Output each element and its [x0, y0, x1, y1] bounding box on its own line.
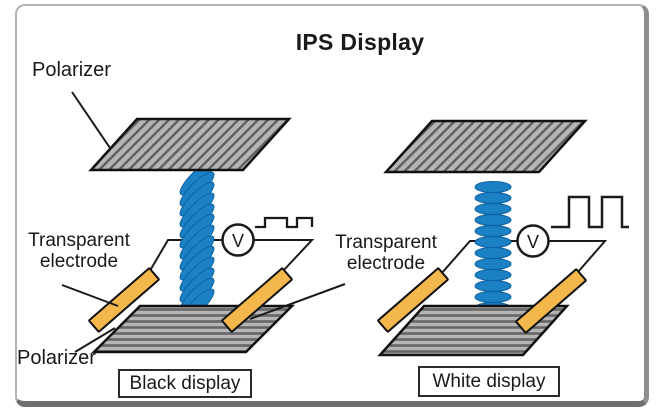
- electrode-right-2: [515, 268, 587, 334]
- electrode-left-1: [88, 267, 160, 333]
- voltage-source-right-label: V: [527, 232, 539, 252]
- waveform-low-icon: [255, 216, 314, 229]
- white-display-caption: White display: [418, 366, 560, 397]
- electrode-left-2: [221, 267, 293, 333]
- black-display-caption: Black display: [118, 369, 252, 398]
- waveform-high-icon: [551, 195, 629, 229]
- pointer-electrode-left: [61, 284, 119, 307]
- top-polarizer-right: [383, 119, 588, 174]
- voltage-source-right: [516, 224, 550, 258]
- black-display-diagram: V: [88, 117, 315, 354]
- electrode-right-1: [377, 267, 449, 333]
- transparent-electrode-left-label: Transparent electrode: [28, 230, 130, 272]
- voltage-source-left: [221, 223, 255, 257]
- transparent-electrode-middle-label: Transparent electrode: [335, 232, 437, 274]
- lc-molecules-twisted: [179, 160, 215, 324]
- label-pointer-lines: [61, 91, 346, 353]
- voltage-source-left-label: V: [232, 231, 244, 251]
- lc-molecules-aligned: [474, 181, 512, 314]
- top-polarizer-left: [88, 117, 292, 172]
- page-title: IPS Display: [295, 29, 425, 55]
- white-display-diagram: V: [377, 119, 629, 357]
- black-display-caption-text: Black display: [129, 372, 241, 394]
- polarizer-top-label: Polarizer: [32, 59, 111, 81]
- electrodes-right: [377, 267, 587, 334]
- electrodes-left: [88, 267, 293, 333]
- pointer-polarizer-top: [71, 91, 111, 149]
- pointer-electrode-middle: [249, 283, 346, 320]
- bottom-polarizer-left: [90, 304, 296, 354]
- white-display-caption-text: White display: [432, 370, 546, 392]
- pointer-polarizer-bottom: [74, 327, 116, 353]
- polarizer-bottom-label: Polarizer: [17, 347, 96, 369]
